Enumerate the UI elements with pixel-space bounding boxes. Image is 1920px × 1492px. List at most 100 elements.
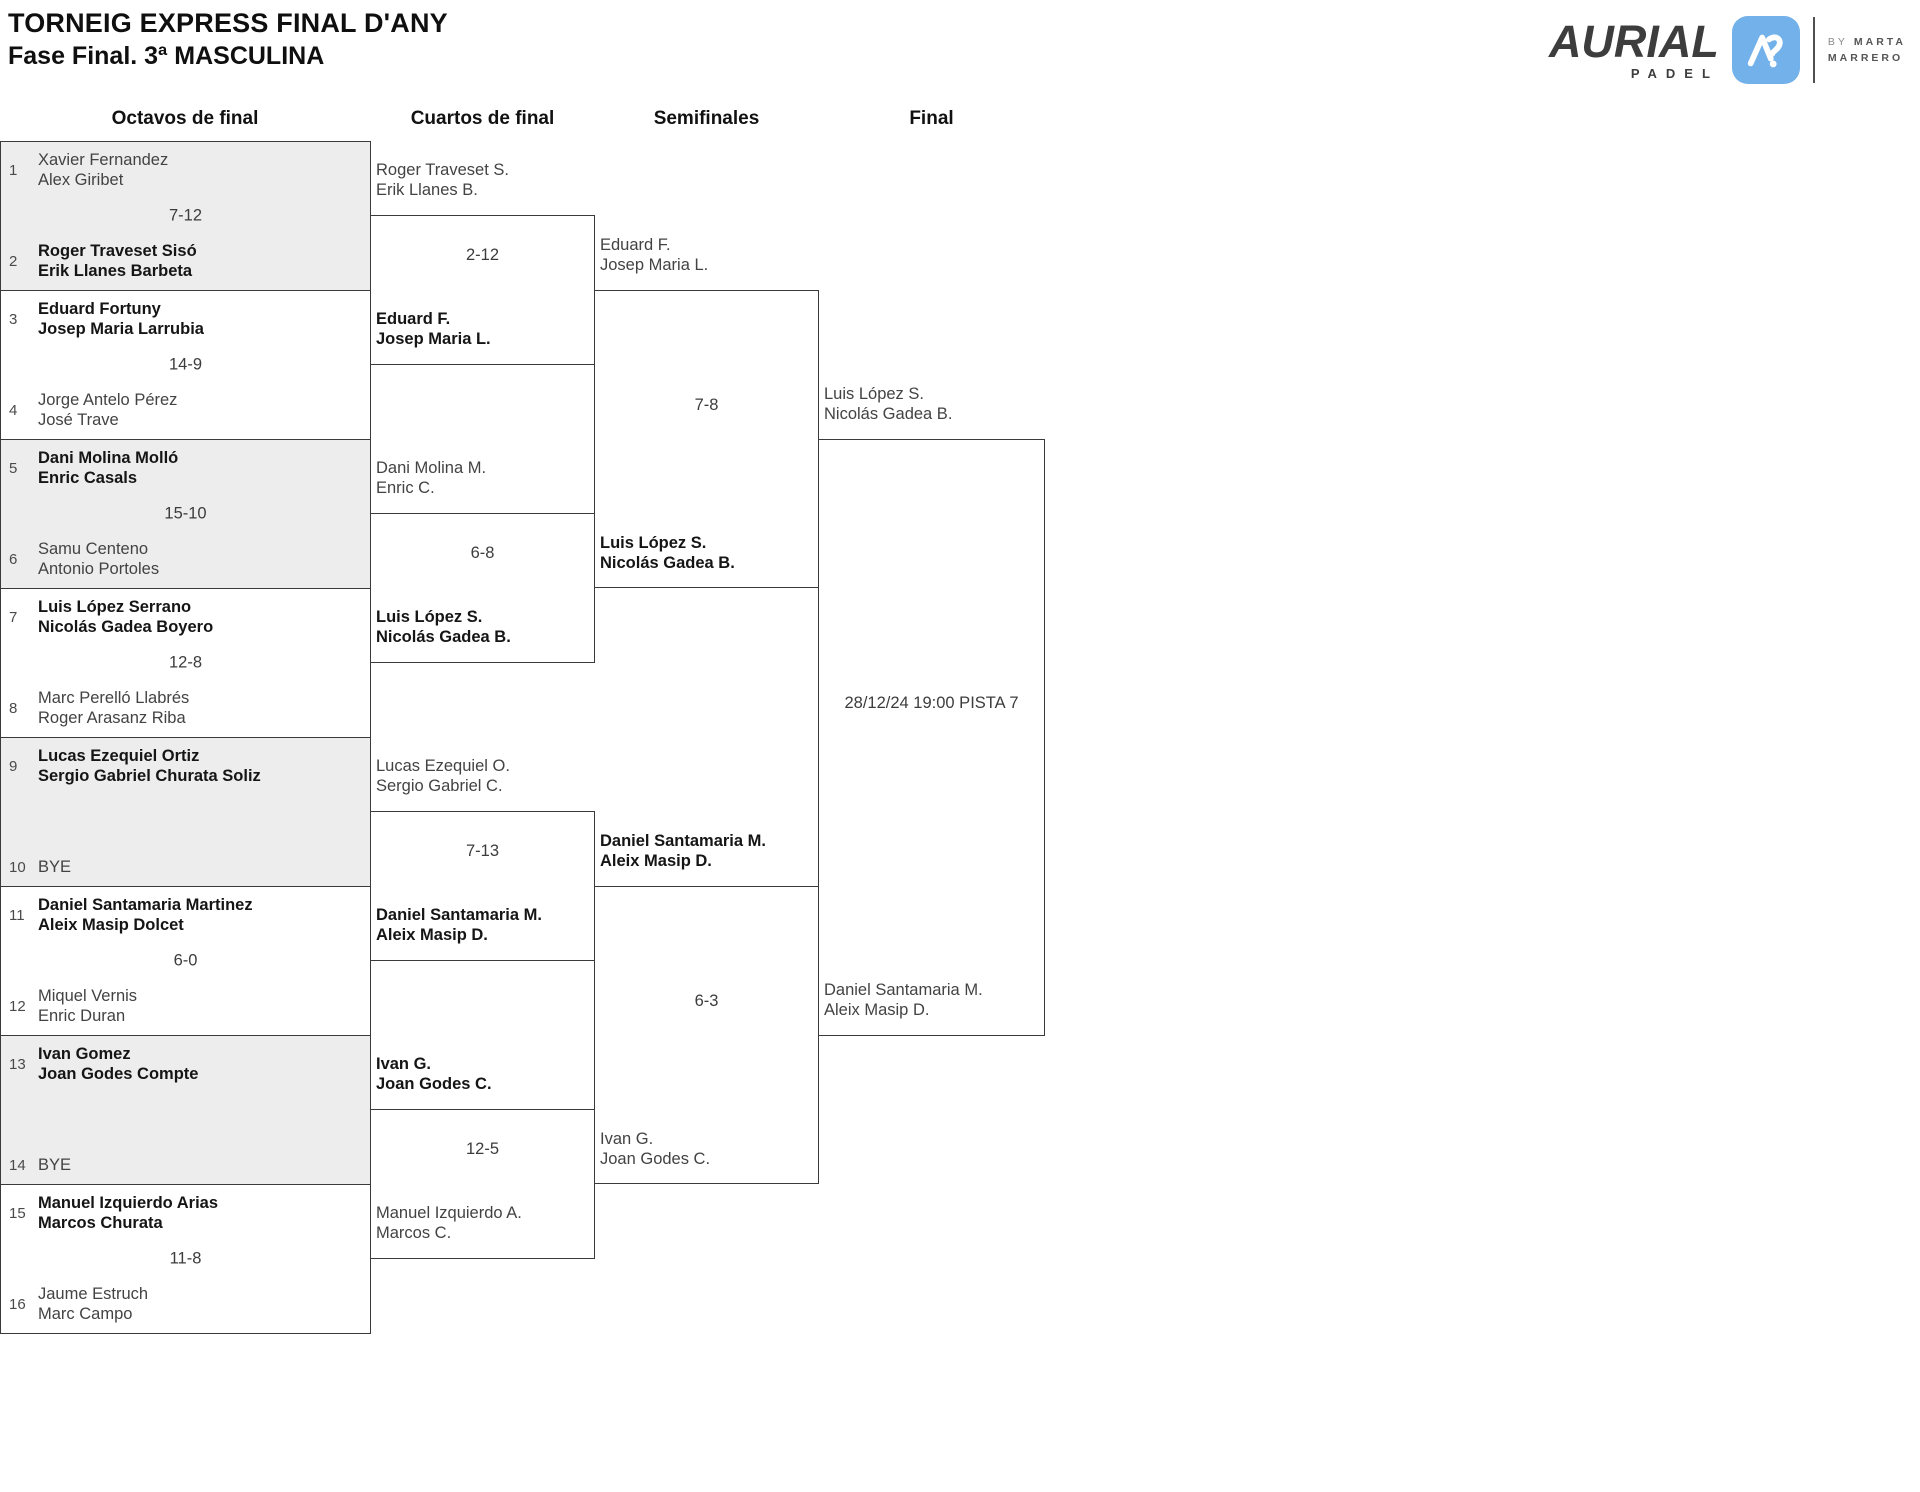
team-name: Jaume Estruch Marc Campo (38, 1285, 149, 1323)
advancing-team: Luis López S.Nicolás Gadea B. (376, 608, 511, 646)
final-schedule: 28/12/24 19:00 PISTA 7 (844, 694, 1019, 712)
team-row: 9 Lucas Ezequiel Ortiz Sergio Gabriel Ch… (1, 747, 261, 786)
team-row: 6 Samu Centeno Antonio Portoles (1, 540, 159, 579)
team-name: BYE (38, 1155, 72, 1174)
page-title: TORNEIG EXPRESS FINAL D'ANY Fase Final. … (8, 6, 448, 72)
logo-byline: BY MARTA MARRERO (1828, 34, 1906, 66)
tournament-name: TORNEIG EXPRESS FINAL D'ANY (8, 8, 448, 38)
round-header-cuartos: Cuartos de final (410, 108, 555, 129)
advancing-team: Dani Molina M.Enric C. (376, 459, 487, 497)
byline-name-top: MARTA (1853, 36, 1906, 48)
seed-number: 6 (9, 551, 18, 568)
team-name: Jorge Antelo Pérez José Trave (38, 391, 178, 429)
octavos-match-6: 11 Daniel Santamaria Martinez Aleix Masi… (0, 886, 371, 1036)
team-name: Marc Perelló Llabrés Roger Arasanz Riba (38, 689, 190, 727)
match-score: 11-8 (169, 1249, 202, 1268)
team-name: Miquel Vernis Enric Duran (38, 987, 138, 1025)
team-row: 8 Marc Perelló Llabrés Roger Arasanz Rib… (1, 689, 189, 728)
seed-number: 11 (9, 907, 25, 924)
advancing-team: Eduard F.Josep Maria L. (600, 236, 709, 274)
team-row: 14 BYE (1, 1156, 71, 1176)
team-row: 12 Miquel Vernis Enric Duran (1, 987, 137, 1026)
team-row: 2 Roger Traveset Sisó Erik Llanes Barbet… (1, 242, 197, 281)
seed-number: 9 (9, 758, 18, 775)
seed-number: 10 (9, 858, 26, 876)
team-name: Eduard Fortuny Josep Maria Larrubia (38, 300, 204, 338)
seed-number: 12 (9, 998, 26, 1015)
advancing-team: Daniel Santamaria M.Aleix Masip D. (376, 906, 542, 944)
team-row: 15 Manuel Izquierdo Arias Marcos Churata (1, 1194, 218, 1233)
advancing-team: Daniel Santamaria M.Aleix Masip D. (600, 832, 766, 870)
octavos-match-2: 3 Eduard Fortuny Josep Maria Larrubia 14… (0, 290, 371, 440)
seed-number: 14 (9, 1156, 26, 1174)
finalist-team: Luis López S.Nicolás Gadea B. (824, 385, 953, 423)
match-score: 15-10 (164, 504, 207, 523)
seed-number: 4 (9, 402, 18, 419)
match-score: 14-9 (168, 355, 203, 374)
advancing-team: Roger Traveset S.Erik Llanes B. (376, 161, 509, 199)
byline-prefix: BY (1827, 36, 1848, 48)
brand-wordmark: AURIAL PADEL (1549, 19, 1719, 82)
octavos-match-4: 7 Luis López Serrano Nicolás Gadea Boyer… (0, 588, 371, 738)
team-name: BYE (38, 857, 72, 876)
team-name: Xavier Fernandez Alex Giribet (38, 151, 169, 189)
byline-name-bottom: MARRERO (1827, 52, 1904, 64)
team-name: Luis López Serrano Nicolás Gadea Boyero (38, 598, 214, 636)
octavos-match-1: 1 Xavier Fernandez Alex Giribet 7-12 2 R… (0, 141, 371, 291)
seed-number: 7 (9, 609, 18, 626)
round-header-semifinales: Semifinales (653, 108, 760, 129)
team-row: 4 Jorge Antelo Pérez José Trave (1, 391, 177, 430)
match-score: 6-8 (470, 544, 495, 562)
advancing-team: Ivan G.Joan Godes C. (376, 1055, 492, 1093)
match-score: 6-0 (173, 951, 198, 970)
cuartos-match-box-4 (370, 1109, 595, 1259)
advancing-team: Ivan G.Joan Godes C. (600, 1130, 711, 1168)
team-name: Roger Traveset Sisó Erik Llanes Barbeta (38, 242, 197, 280)
seed-number: 13 (9, 1056, 26, 1073)
phase-category: Fase Final. 3ª MASCULINA (8, 42, 325, 70)
seed-number: 2 (9, 253, 18, 270)
octavos-match-8: 15 Manuel Izquierdo Arias Marcos Churata… (0, 1184, 371, 1334)
seed-number: 16 (9, 1296, 26, 1313)
match-score: 7-13 (465, 842, 500, 860)
cuartos-match-box-2 (370, 513, 595, 663)
octavos-match-7: 13 Ivan Gomez Joan Godes Compte 14 BYE (0, 1035, 371, 1185)
aurial-logo: AURIAL PADEL BY MARTA MARRERO (1549, 8, 1906, 92)
match-score: 12-8 (168, 653, 203, 672)
team-row: 1 Xavier Fernandez Alex Giribet (1, 151, 168, 190)
round-header-final: Final (909, 108, 954, 129)
final-match-box (818, 439, 1045, 1036)
team-row: 13 Ivan Gomez Joan Godes Compte (1, 1045, 198, 1084)
seed-number: 5 (9, 460, 18, 477)
seed-number: 15 (9, 1205, 26, 1222)
team-row: 5 Dani Molina Molló Enric Casals (1, 449, 178, 488)
match-score: 7-12 (168, 206, 203, 225)
team-name: Dani Molina Molló Enric Casals (38, 449, 179, 487)
logo-divider (1812, 17, 1815, 83)
match-score: 2-12 (465, 246, 500, 264)
advancing-team: Lucas Ezequiel O.Sergio Gabriel C. (376, 757, 510, 795)
team-name: Samu Centeno Antonio Portoles (38, 540, 160, 578)
seed-number: 1 (9, 162, 18, 179)
team-name: Daniel Santamaria Martinez Aleix Masip D… (38, 896, 253, 934)
team-row: 7 Luis López Serrano Nicolás Gadea Boyer… (1, 598, 213, 637)
octavos-match-3: 5 Dani Molina Molló Enric Casals 15-10 6… (0, 439, 371, 589)
team-name: Lucas Ezequiel Ortiz Sergio Gabriel Chur… (38, 747, 261, 785)
advancing-team: Luis López S.Nicolás Gadea B. (600, 534, 735, 572)
round-header-octavos: Octavos de final (111, 108, 259, 129)
octavos-match-5: 9 Lucas Ezequiel Ortiz Sergio Gabriel Ch… (0, 737, 371, 887)
aurial-ap-monogram-icon (1731, 16, 1800, 84)
match-score: 7-8 (694, 396, 719, 414)
team-row: 11 Daniel Santamaria Martinez Aleix Masi… (1, 896, 253, 935)
team-name: Ivan Gomez Joan Godes Compte (38, 1045, 199, 1083)
match-score: 12-5 (465, 1140, 500, 1158)
team-row: 10 BYE (1, 858, 71, 878)
team-name: Manuel Izquierdo Arias Marcos Churata (38, 1194, 219, 1232)
seed-number: 8 (9, 700, 18, 717)
finalist-team: Daniel Santamaria M.Aleix Masip D. (824, 981, 983, 1019)
team-row: 3 Eduard Fortuny Josep Maria Larrubia (1, 300, 204, 339)
match-score: 6-3 (694, 992, 719, 1010)
advancing-team: Manuel Izquierdo A.Marcos C. (376, 1204, 522, 1242)
seed-number: 3 (9, 311, 18, 328)
